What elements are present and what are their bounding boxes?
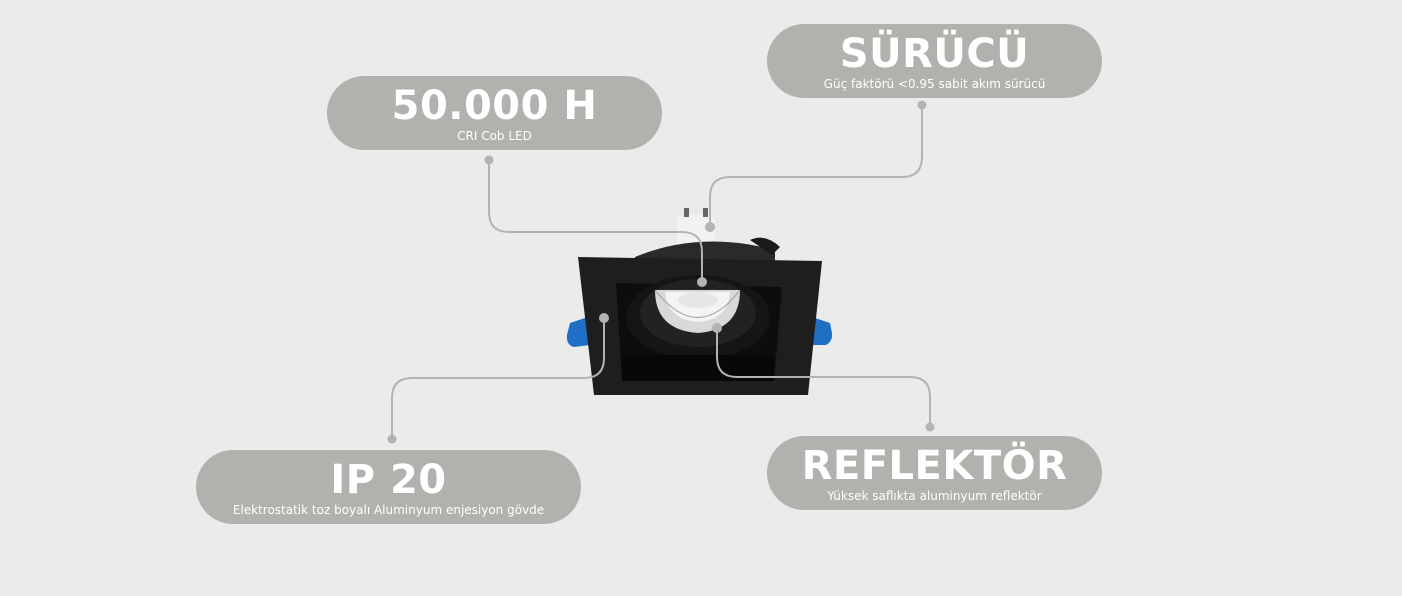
driver-title: SÜRÜCÜ bbox=[839, 31, 1030, 77]
ip-callout: IP 20 Elektrostatik toz boyalı Aluminyum… bbox=[196, 450, 581, 524]
ip-dot-bottom bbox=[387, 434, 397, 444]
lifetime-dot-top bbox=[484, 155, 494, 165]
lifetime-callout: 50.000 H CRI Cob LED bbox=[327, 76, 662, 150]
reflector-callout: REFLEKTÖR Yüksek saflıkta aluminyum refl… bbox=[767, 436, 1102, 510]
driver-subtitle: Güç faktörü <0.95 sabit akım sürücü bbox=[823, 77, 1046, 91]
ip-subtitle: Elektrostatik toz boyalı Aluminyum enjes… bbox=[232, 503, 545, 517]
reflector-title: REFLEKTÖR bbox=[801, 443, 1068, 489]
downlight-product-image bbox=[566, 208, 833, 395]
reflector-dot-bottom bbox=[925, 422, 935, 432]
lifetime-subtitle: CRI Cob LED bbox=[457, 129, 532, 143]
driver-dot-top bbox=[917, 100, 927, 110]
reflector-subtitle: Yüksek saflıkta aluminyum reflektör bbox=[827, 489, 1042, 503]
lifetime-title: 50.000 H bbox=[391, 83, 598, 129]
driver-callout: SÜRÜCÜ Güç faktörü <0.95 sabit akım sürü… bbox=[767, 24, 1102, 98]
ip-title: IP 20 bbox=[330, 457, 447, 503]
